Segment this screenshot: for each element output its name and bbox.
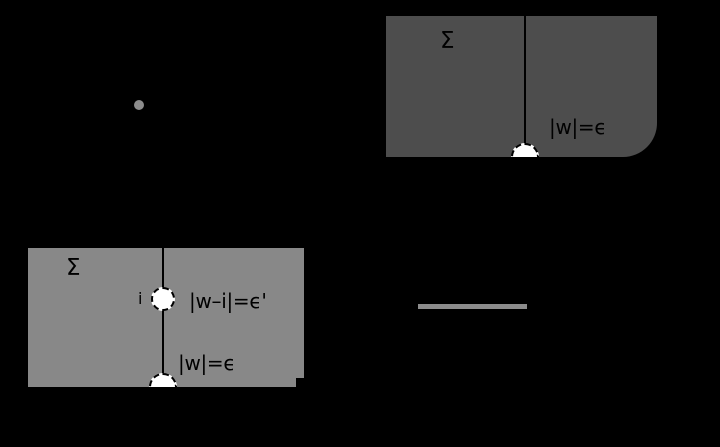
upper-sheet-epsilon-half-disc bbox=[511, 143, 539, 157]
lower-sheet-epsilon-circle-label: |w|=ϵ bbox=[178, 351, 236, 375]
lower-sheet-epsilon-prime-disc bbox=[151, 287, 175, 311]
upper-sheet-sigma-label: Σ bbox=[440, 28, 455, 54]
isolated-point-marker-dot bbox=[134, 100, 144, 110]
upper-sheet-epsilon-circle-label: |w|=ϵ bbox=[549, 115, 607, 139]
lower-sheet-branch-line bbox=[162, 248, 164, 387]
lower-sheet-point-i-label: i bbox=[138, 289, 143, 308]
lower-sheet-epsilon-prime-circle-label: |w–i|=ϵ' bbox=[189, 289, 267, 313]
upper-sheet: Σ |w|=ϵ bbox=[386, 16, 657, 157]
lower-sheet-epsilon-half-disc bbox=[149, 373, 177, 387]
lower-sheet: Σ i |w–i|=ϵ' |w|=ϵ bbox=[28, 248, 304, 387]
horizontal-rule-bar bbox=[418, 304, 527, 309]
lower-sheet-sigma-label: Σ bbox=[66, 255, 81, 281]
upper-sheet-branch-line bbox=[524, 16, 526, 157]
